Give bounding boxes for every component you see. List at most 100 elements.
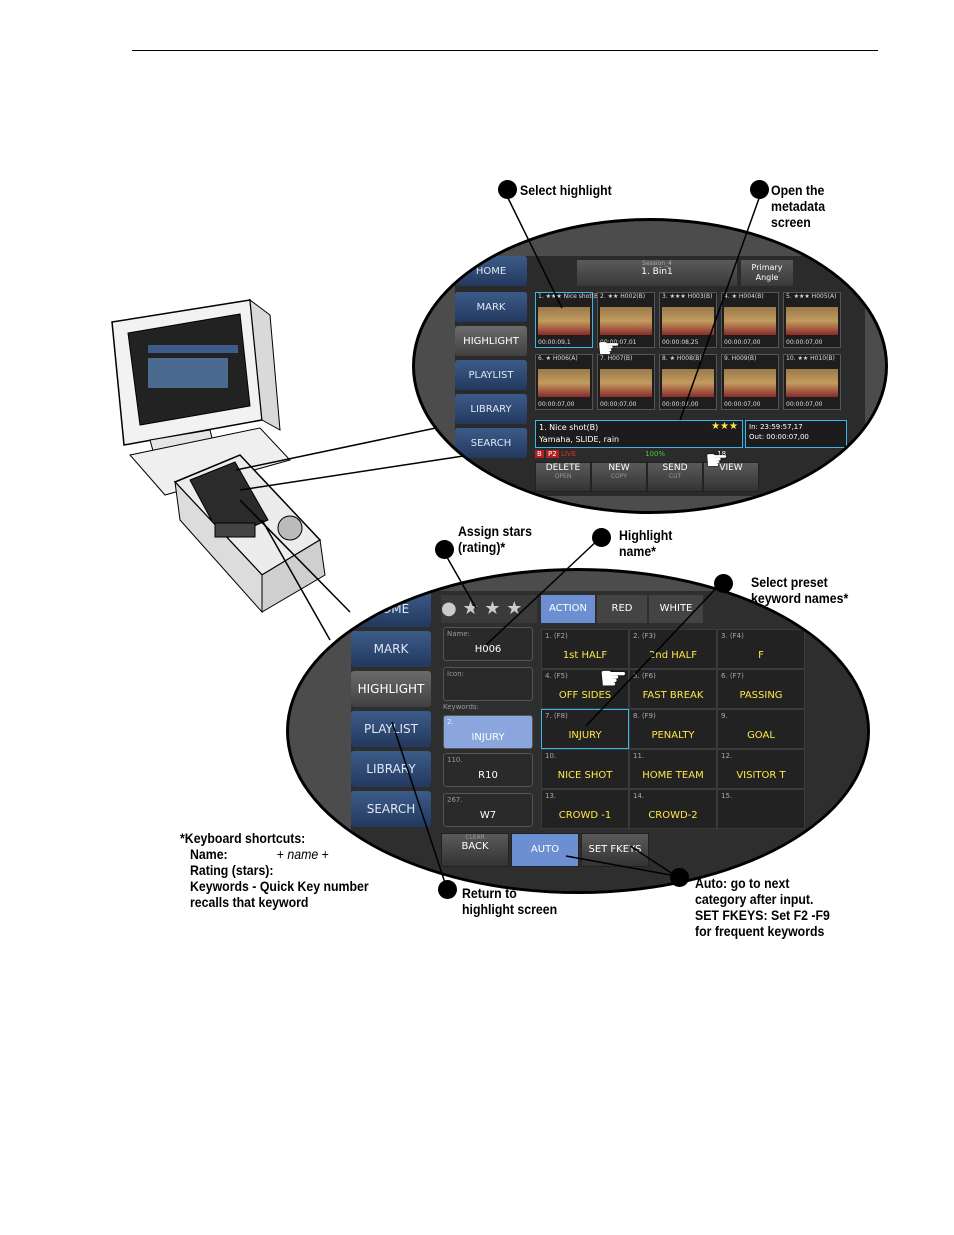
thumbnail-timecode: 00:00:09,1: [538, 339, 571, 346]
keyword-text: HOME TEAM: [642, 770, 704, 781]
keyword-cell[interactable]: 5. (F6)FAST BREAK: [629, 669, 717, 709]
keyword-cell[interactable]: 2. (F3)2nd HALF: [629, 629, 717, 669]
thumbnail-label: 1. ★★★ Nice shot(B): [538, 293, 601, 300]
star-icon[interactable]: ★: [462, 598, 479, 619]
bottom-screen: HOME MARK HIGHLIGHT PLAYLIST LIBRARY SEA…: [351, 591, 867, 891]
bottom-nav-search[interactable]: SEARCH: [351, 791, 431, 827]
keyword-cell[interactable]: 1. (F2)1st HALF: [541, 629, 629, 669]
highlight-thumbnail[interactable]: 4. ★ H004(B)00:00:07,00: [721, 292, 779, 348]
tab-red[interactable]: RED: [597, 595, 647, 623]
keyword-cell[interactable]: 8. (F9)PENALTY: [629, 709, 717, 749]
top-nav-highlight[interactable]: HIGHLIGHT: [455, 326, 527, 356]
highlight-thumbnail[interactable]: 1. ★★★ Nice shot(B) 00:00:09,1: [535, 292, 600, 348]
highlight-thumbnail[interactable]: 10. ★★ H010(B)00:00:07,00: [783, 354, 841, 410]
highlight-info-panel: 1. Nice shot(B) ★★★ Yamaha, SLIDE, rain: [535, 420, 743, 448]
status-pct: 100%: [645, 450, 666, 458]
highlight-thumbnail[interactable]: 3. ★★★ H003(B)00:00:08,25: [659, 292, 717, 348]
top-nav-library[interactable]: LIBRARY: [455, 394, 527, 424]
bottom-nav-library[interactable]: LIBRARY: [351, 751, 431, 787]
star-icon[interactable]: ★: [484, 598, 501, 619]
metadata-fields: Name:H006 Icon: Keywords: 2.INJURY 110.R…: [437, 627, 537, 857]
clear-rating-icon[interactable]: ●: [441, 598, 457, 619]
highlight-thumbnail[interactable]: 2. ★★ H002(B)00:00:07,01: [597, 292, 655, 348]
keyword-number: 8. (F9): [633, 712, 656, 720]
keyword-number: 2. (F3): [633, 632, 656, 640]
keyword-cell[interactable]: 3. (F4)F: [717, 629, 805, 669]
highlight-thumbnail[interactable]: 9. H009(B)00:00:07,00: [721, 354, 779, 410]
keyword-cell[interactable]: 9.GOAL: [717, 709, 805, 749]
keyword-cell[interactable]: 4. (F5)OFF SIDES: [541, 669, 629, 709]
callout-assign-stars: Assign stars (rating)*: [458, 523, 532, 555]
bin-name: 1. Bin1: [641, 267, 673, 277]
angle-button[interactable]: Primary Angle: [741, 260, 793, 286]
thumbnail-timecode: 00:00:07,00: [538, 401, 575, 408]
highlight-thumbnail[interactable]: 5. ★★★ H005(A)00:00:07,00: [783, 292, 841, 348]
keyword-cell[interactable]: 6. (F7)PASSING: [717, 669, 805, 709]
keyword-field-3[interactable]: 267.W7: [443, 793, 533, 827]
bottom-nav-mark[interactable]: MARK: [351, 631, 431, 667]
rating-stars[interactable]: ● ★ ★ ★: [441, 595, 537, 623]
tab-white[interactable]: WHITE: [649, 595, 703, 623]
keyword-cell[interactable]: 7. (F8)INJURY: [541, 709, 629, 749]
top-nav-search[interactable]: SEARCH: [455, 428, 527, 458]
footnote-title: *Keyboard shortcuts:: [180, 830, 306, 846]
callout-select-highlight: Select highlight: [520, 182, 612, 198]
top-nav-home[interactable]: HOME: [455, 256, 527, 286]
keyword-text: PASSING: [739, 690, 783, 701]
highlight-thumbnail[interactable]: 8. ★ H008(B)00:00:07,00: [659, 354, 717, 410]
top-nav-playlist[interactable]: PLAYLIST: [455, 360, 527, 390]
thumbnail-image: [538, 307, 590, 335]
thumbnail-timecode: 00:00:07,00: [786, 339, 823, 346]
keyword-number: 13.: [545, 792, 557, 800]
keyword-number: 3. (F4): [721, 632, 744, 640]
keyword-field-1[interactable]: 2.INJURY: [443, 715, 533, 749]
bottom-nav-home[interactable]: HOME: [351, 591, 431, 627]
softkey-view[interactable]: VIEW: [703, 462, 759, 492]
highlight-thumbnail[interactable]: 7. H007(B)00:00:07,00: [597, 354, 655, 410]
top-nav-mark[interactable]: MARK: [455, 292, 527, 322]
keyword-cell[interactable]: 11.HOME TEAM: [629, 749, 717, 789]
icon-field[interactable]: Icon:: [443, 667, 533, 701]
bottom-nav-playlist[interactable]: PLAYLIST: [351, 711, 431, 747]
in-out-panel: In: 23:59:57,17 Out: 00:00:07,00: [745, 420, 847, 448]
callout-marker: [670, 868, 689, 887]
thumbnail-label: 10. ★★ H010(B): [786, 355, 835, 362]
keyword-number: 1. (F2): [545, 632, 568, 640]
thumbnail-timecode: 00:00:08,25: [662, 339, 699, 346]
keyword-cell[interactable]: 12.VISITOR T: [717, 749, 805, 789]
callout-marker: [498, 180, 517, 199]
thumbnail-image: [662, 307, 714, 335]
keyword-field-2[interactable]: 110.R10: [443, 753, 533, 787]
keywords-label: Keywords:: [443, 703, 479, 711]
highlight-thumbnail[interactable]: 6. ★ H006(A)00:00:07,00: [535, 354, 593, 410]
thumbnail-label: 9. H009(B): [724, 355, 757, 362]
keyword-text: FAST BREAK: [642, 690, 704, 701]
bin-header[interactable]: Session_4 1. Bin1: [577, 260, 737, 286]
pointing-hand-icon: ☛: [597, 334, 621, 364]
keyword-number: 15.: [721, 792, 733, 800]
bottom-nav-highlight[interactable]: HIGHLIGHT: [351, 671, 431, 707]
softkey-auto[interactable]: AUTO: [511, 833, 579, 867]
footnote-name: Name: + name +: [190, 846, 329, 862]
keyword-cell[interactable]: 15.: [717, 789, 805, 829]
angle-line-2: Angle: [755, 273, 779, 282]
keyword-cell[interactable]: 14.CROWD-2: [629, 789, 717, 829]
top-screen: HOME MARK HIGHLIGHT PLAYLIST LIBRARY SEA…: [455, 256, 865, 496]
info-title: 1. Nice shot(B): [539, 423, 599, 432]
callout-return-to: Return to highlight screen: [462, 885, 558, 917]
keyword-cell[interactable]: 13. CROWD -1: [541, 789, 629, 829]
pointing-hand-icon: ☛: [705, 446, 729, 476]
keyword-number: 14.: [633, 792, 645, 800]
callout-highlight-name: Highlight name*: [619, 527, 673, 559]
info-keywords: Yamaha, SLIDE, rain: [539, 435, 620, 444]
keyword-text: GOAL: [747, 730, 775, 741]
keyword-cell[interactable]: 10.NICE SHOT: [541, 749, 629, 789]
thumbnail-timecode: 00:00:07,00: [600, 401, 637, 408]
keyword-text: CROWD -1: [558, 810, 612, 821]
tab-action[interactable]: ACTION: [541, 595, 595, 623]
